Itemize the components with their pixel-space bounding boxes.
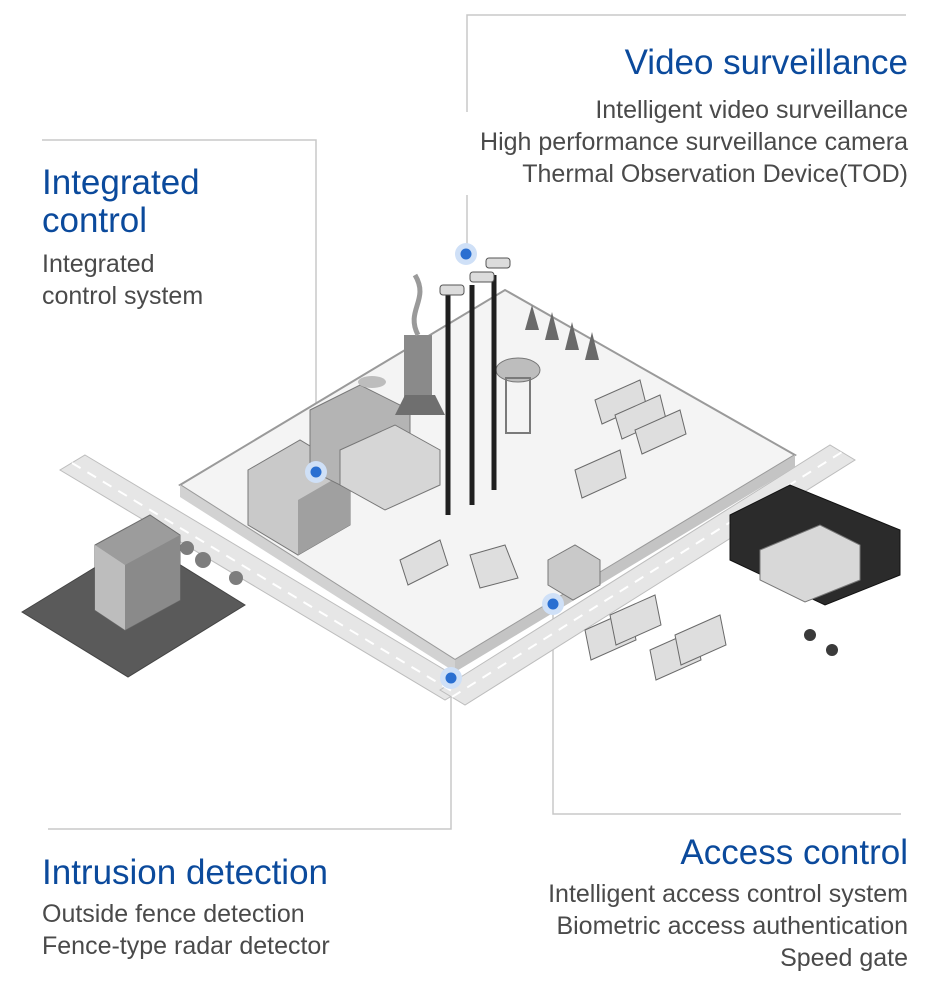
- access-line-3: Speed gate: [780, 944, 908, 972]
- video-line-2: High performance surveillance camera: [480, 128, 908, 156]
- buildings: [247, 273, 599, 556]
- facility-plot: [178, 288, 797, 672]
- camera-poles: [445, 275, 497, 515]
- office-lot: [21, 514, 246, 678]
- markers: [305, 243, 564, 689]
- cameras: [439, 257, 511, 296]
- leader-lines: [42, 14, 906, 830]
- video-surveillance-title: Video surveillance: [624, 43, 908, 82]
- access-line-2: Biometric access authentication: [556, 912, 908, 940]
- intrusion-line-1: Outside fence detection: [42, 900, 305, 928]
- integrated-control-title-2: control: [42, 201, 148, 240]
- video-surveillance-section: Video surveillance Intelligent video sur…: [348, 44, 908, 190]
- intrusion-detection-section: Intrusion detection Outside fence detect…: [42, 854, 462, 962]
- integrated-control-title-1: Integrated: [42, 163, 200, 202]
- access-line-1: Intelligent access control system: [548, 880, 908, 908]
- leader-access: [552, 606, 901, 815]
- gatehouse: [547, 544, 601, 601]
- video-line-1: Intelligent video surveillance: [595, 96, 908, 124]
- integrated-control-section: Integrated control Integrated control sy…: [42, 164, 302, 312]
- warehouse: [729, 484, 901, 656]
- access-control-section: Access control Intelligent access contro…: [428, 834, 908, 974]
- leader-video: [466, 14, 906, 112]
- intrusion-detection-title: Intrusion detection: [42, 853, 329, 892]
- video-line-3: Thermal Observation Device(TOD): [522, 160, 908, 188]
- leader-intrusion: [48, 680, 452, 830]
- intrusion-line-2: Fence-type radar detector: [42, 932, 330, 960]
- trucks: [399, 379, 727, 681]
- integrated-line-2: control system: [42, 282, 204, 310]
- access-control-title: Access control: [680, 833, 908, 872]
- leader-integrated: [42, 139, 317, 470]
- integrated-line-1: Integrated: [42, 250, 155, 278]
